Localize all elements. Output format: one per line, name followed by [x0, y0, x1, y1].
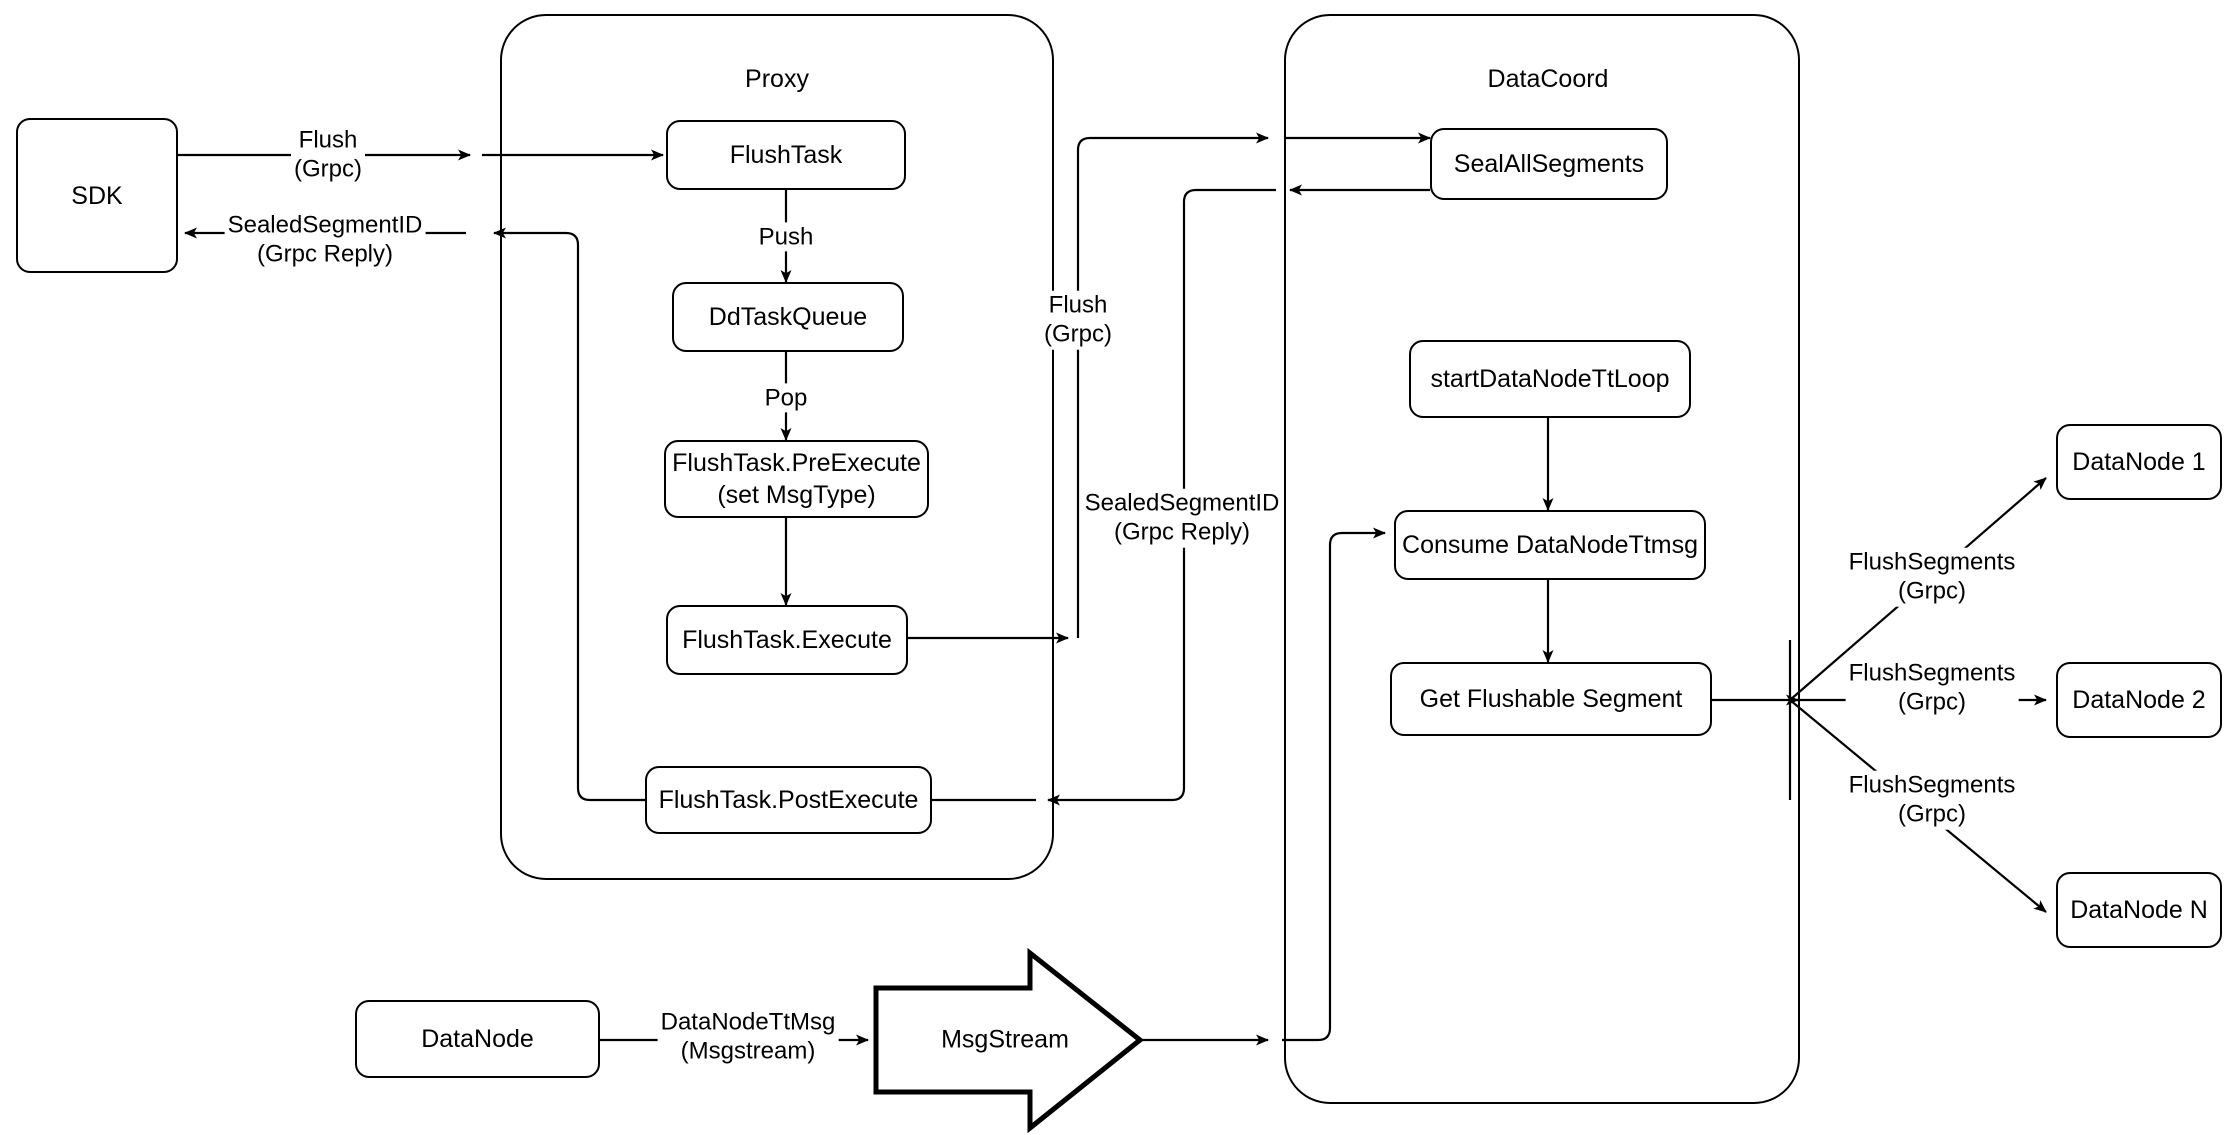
node-consume-datanodettmsg[interactable]: Consume DataNodeTtmsg: [1394, 510, 1706, 580]
node-datanode-n[interactable]: DataNode N: [2056, 872, 2222, 948]
edge-label-datanodettmsg: DataNodeTtMsg (Msgstream): [657, 1007, 839, 1067]
edge-label-push: Push: [755, 222, 817, 252]
container-datacoord-title: DataCoord: [1487, 65, 1609, 93]
edge-label-proxy-to-datacoord: Flush (Grpc): [1041, 290, 1115, 350]
container-proxy-title: Proxy: [745, 65, 809, 93]
wire-proxy-to-datacoord-flush: [1076, 132, 1269, 638]
node-flushtask-preexecute[interactable]: FlushTask.PreExecute (set MsgType): [664, 440, 929, 518]
node-sealallsegments[interactable]: SealAllSegments: [1430, 128, 1668, 200]
node-sdk[interactable]: SDK: [16, 118, 178, 273]
edge-label-pop: Pop: [761, 383, 811, 413]
node-flushtask-postexecute[interactable]: FlushTask.PostExecute: [645, 766, 932, 834]
node-ddtaskqueue[interactable]: DdTaskQueue: [672, 282, 904, 352]
node-flushtask-execute[interactable]: FlushTask.Execute: [666, 605, 908, 675]
node-datanode-2[interactable]: DataNode 2: [2056, 662, 2222, 738]
node-datanode-1[interactable]: DataNode 1: [2056, 424, 2222, 500]
node-msgstream-label[interactable]: MsgStream: [941, 1025, 1069, 1054]
node-datanode-bottom[interactable]: DataNode: [355, 1000, 600, 1078]
node-flushtask[interactable]: FlushTask: [666, 120, 906, 190]
edge-label-sdk-to-proxy: Flush (Grpc): [291, 125, 365, 185]
edge-label-flushsegments-n: FlushSegments (Grpc): [1845, 770, 2019, 830]
edge-label-datacoord-to-proxy: SealedSegmentID (Grpc Reply): [1081, 488, 1283, 548]
edge-label-flushsegments-1: FlushSegments (Grpc): [1845, 547, 2019, 607]
node-startdatanodettloop[interactable]: startDataNodeTtLoop: [1409, 340, 1691, 418]
edge-label-flushsegments-2: FlushSegments (Grpc): [1845, 658, 2019, 718]
edge-label-proxy-to-sdk: SealedSegmentID (Grpc Reply): [224, 210, 426, 270]
node-get-flushable-segment[interactable]: Get Flushable Segment: [1390, 662, 1712, 736]
